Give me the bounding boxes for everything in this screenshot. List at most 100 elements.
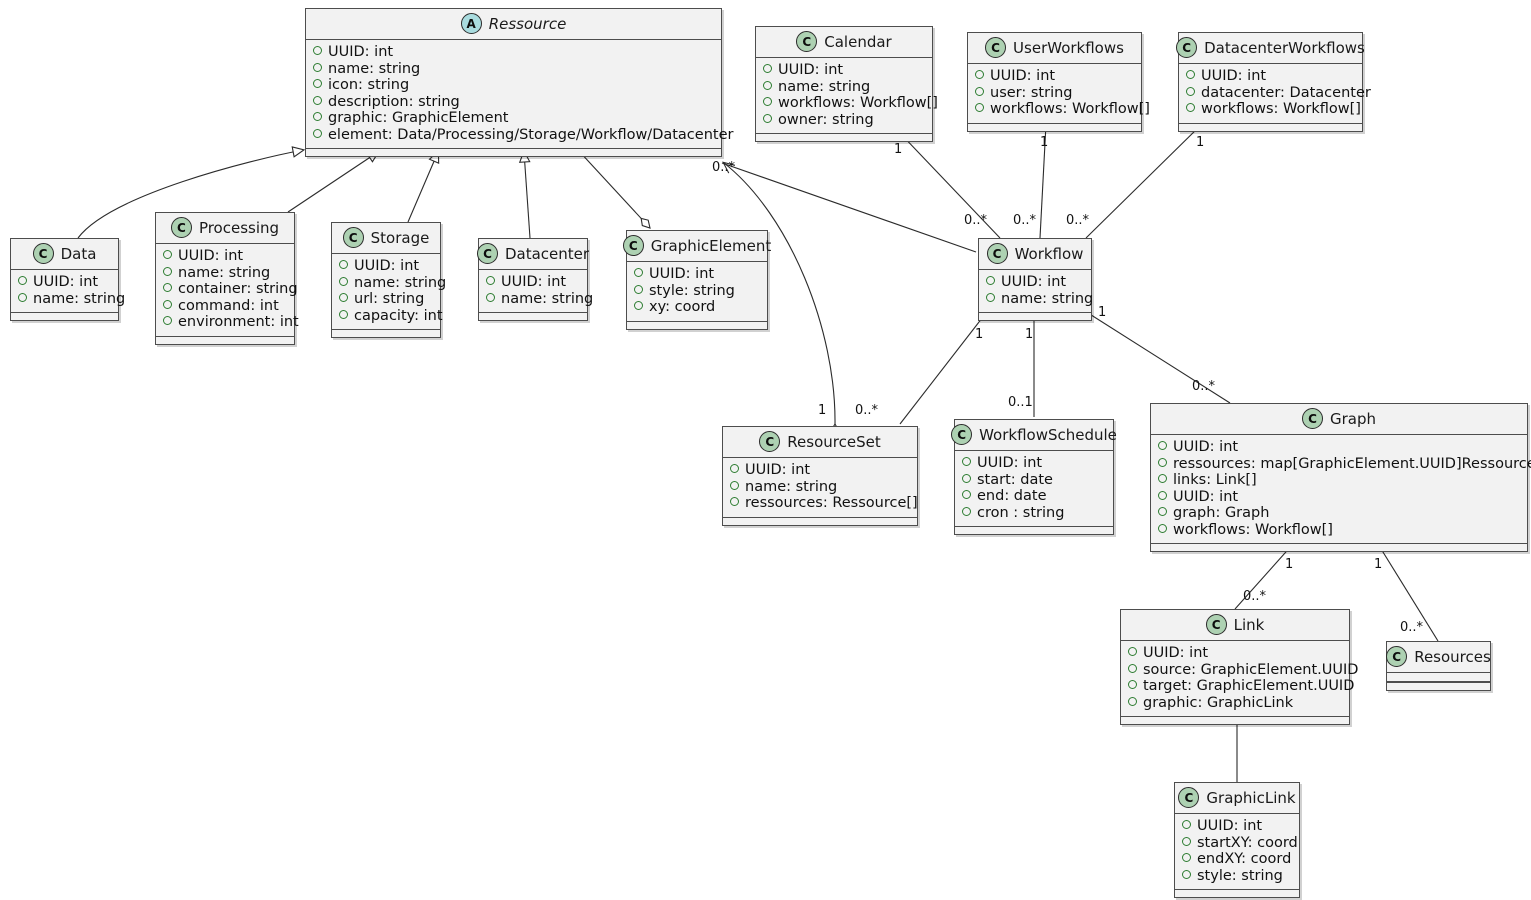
public-visibility-icon xyxy=(1158,457,1167,467)
attribute-row: UUID: int xyxy=(986,274,1084,291)
class-name: GraphicLink xyxy=(1206,788,1296,807)
attribute-row: UUID: int xyxy=(730,462,910,479)
attribute-row: UUID: int xyxy=(1186,68,1355,85)
public-visibility-icon xyxy=(163,283,172,292)
class-name: Data xyxy=(60,244,97,263)
class-methods-compartment xyxy=(11,312,118,320)
class-name: ResourceSet xyxy=(787,432,881,451)
attribute-label: graphic: GraphicLink xyxy=(1143,694,1294,711)
attribute-row: workflows: Workflow[] xyxy=(975,101,1150,118)
class-methods-compartment xyxy=(1151,543,1527,551)
attribute-row: UUID: int xyxy=(339,258,433,275)
public-visibility-icon xyxy=(1158,507,1167,516)
multiplicity-label: 1 xyxy=(1098,305,1107,320)
attribute-label: endXY: coord xyxy=(1197,851,1292,867)
public-visibility-icon xyxy=(634,284,643,294)
attribute-row: end: date xyxy=(962,488,1106,505)
attribute-label: workflows: Workflow[] xyxy=(1173,521,1333,538)
attribute-label: name: string xyxy=(745,478,838,495)
public-visibility-icon xyxy=(339,260,348,269)
attribute-row: owner: string xyxy=(763,112,925,129)
attribute-label: startXY: coord xyxy=(1197,834,1298,851)
public-visibility-icon xyxy=(1186,86,1195,96)
attribute-label: UUID: int xyxy=(1173,439,1239,455)
public-visibility-icon xyxy=(313,95,322,105)
class-methods-compartment xyxy=(306,148,721,156)
attribute-label: capacity: int xyxy=(354,307,443,324)
public-visibility-icon xyxy=(1128,680,1137,689)
public-visibility-icon xyxy=(1158,441,1167,450)
class-name: Processing xyxy=(198,218,280,237)
class-icon: C xyxy=(951,424,973,445)
attribute-row: name: string xyxy=(763,79,925,96)
attribute-row: UUID: int xyxy=(634,266,760,283)
attribute-row: name: string xyxy=(18,291,125,308)
attribute-label: style: string xyxy=(1197,867,1283,884)
public-visibility-icon xyxy=(634,268,643,277)
attribute-row: command: int xyxy=(163,298,287,315)
multiplicity-label: 1 xyxy=(1196,135,1205,150)
attribute-label: icon: string xyxy=(328,77,410,93)
public-visibility-icon xyxy=(1158,490,1167,500)
class-name: UserWorkflows xyxy=(1013,38,1124,57)
attribute-row: description: string xyxy=(313,94,714,111)
class-methods-compartment xyxy=(756,133,932,141)
attribute-row: workflows: Workflow[] xyxy=(1158,522,1520,539)
class-icon: C xyxy=(1386,646,1408,667)
class-name: DatacenterWorkflows xyxy=(1204,38,1365,57)
attribute-row: style: string xyxy=(634,283,760,300)
multiplicity-label: 0..* xyxy=(1013,213,1037,228)
attribute-label: UUID: int xyxy=(354,258,420,274)
class-icon: C xyxy=(476,243,498,264)
public-visibility-icon xyxy=(1182,836,1191,846)
class-methods-compartment xyxy=(979,312,1091,320)
class-name: Workflow xyxy=(1014,244,1084,263)
multiplicity-label: 0..* xyxy=(1192,379,1216,394)
attribute-row: UUID: int xyxy=(1158,489,1520,506)
attribute-label: owner: string xyxy=(778,111,874,128)
class-methods-compartment xyxy=(1387,682,1490,690)
public-visibility-icon xyxy=(339,276,348,286)
multiplicity-label: 1 xyxy=(1374,557,1383,572)
attribute-label: element: Data/Processing/Storage/Workflo… xyxy=(328,126,734,143)
attribute-row: xy: coord xyxy=(634,299,760,316)
public-visibility-icon xyxy=(1182,869,1191,879)
public-visibility-icon xyxy=(163,299,172,309)
public-visibility-icon xyxy=(962,506,971,516)
attribute-label: name: string xyxy=(33,290,126,307)
class-name: Datacenter xyxy=(504,244,590,263)
public-visibility-icon xyxy=(1182,853,1191,862)
attribute-row: ressources: map[GraphicElement.UUID]Ress… xyxy=(1158,456,1531,473)
attribute-row: icon: string xyxy=(313,77,714,94)
attribute-row: datacenter: Datacenter xyxy=(1186,85,1371,102)
multiplicity-label: 0..1 xyxy=(1008,395,1033,410)
public-visibility-icon xyxy=(1158,474,1167,483)
attribute-row: graphic: GraphicLink xyxy=(1128,695,1342,712)
class-name: Calendar xyxy=(824,32,892,51)
multiplicity-label: 1 xyxy=(818,403,827,418)
class-name: GraphicElement xyxy=(650,236,772,255)
attribute-label: UUID: int xyxy=(990,68,1056,84)
attribute-row: UUID: int xyxy=(975,68,1134,85)
